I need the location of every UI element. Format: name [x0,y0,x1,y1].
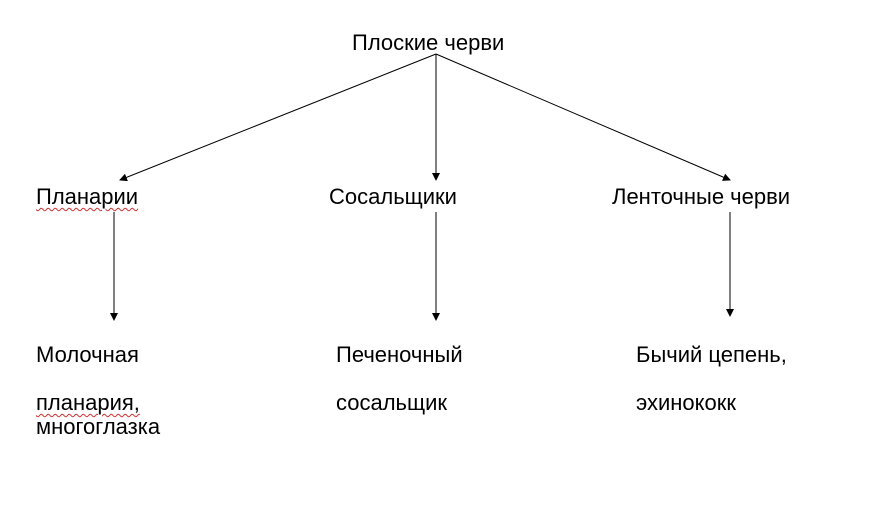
example-lentochnye-line1: Бычий цепень, [636,342,787,367]
root-node: Плоские черви [352,30,505,55]
example-planarii-line1: Молочная [36,342,139,367]
example-sosalshchiki-line2: сосальщик [336,390,448,415]
example-lentochnye: Бычий цепень, эхинококк [636,319,787,439]
example-planarii-line3: многоглазка [36,414,161,439]
class-node-sosalshchiki: Сосальщики [329,184,457,209]
example-planarii: Молочная планария, многоглазка [36,319,160,463]
example-sosalshchiki-line1: Печеночный [336,342,463,367]
class-node-planarii: Планарии [36,184,139,209]
example-lentochnye-line2: эхинококк [636,390,737,415]
example-sosalshchiki: Печеночный сосальщик [336,319,463,439]
arrow-root-to-lentochnye [435,53,731,181]
class-node-lentochnye: Ленточные черви [612,184,791,209]
example-planarii-line2: планария, [36,390,140,415]
arrow-root-to-planarii [119,53,437,182]
